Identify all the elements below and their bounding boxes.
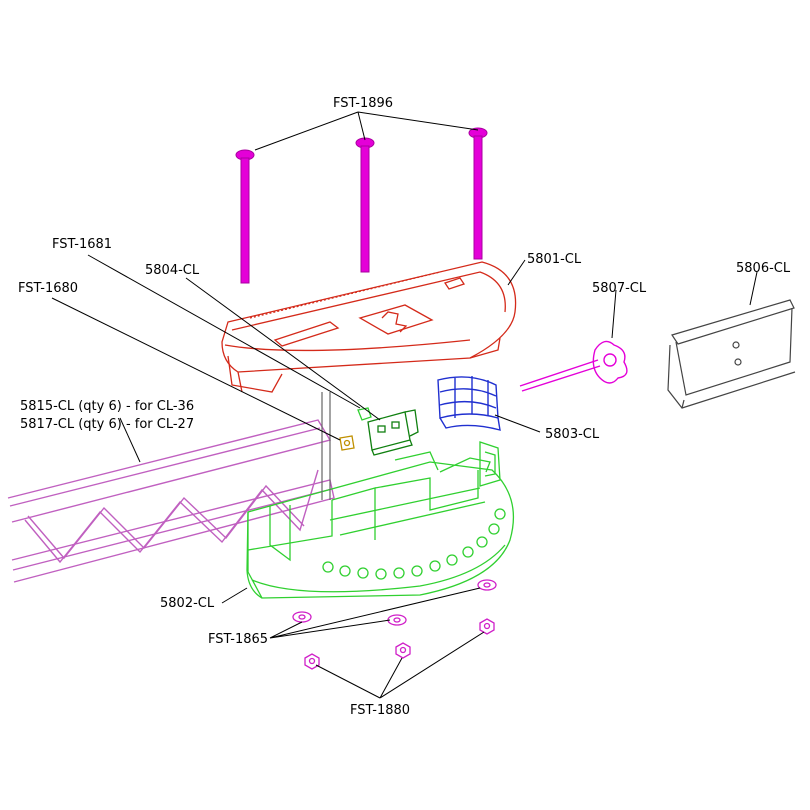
label-5804: 5804-CL bbox=[145, 263, 200, 278]
knob-part bbox=[519, 340, 628, 392]
label-5801: 5801-CL bbox=[527, 252, 582, 267]
label-fst1865: FST-1865 bbox=[208, 632, 268, 647]
nuts-fst1880 bbox=[304, 618, 495, 670]
label-5807: 5807-CL bbox=[592, 281, 647, 296]
label-fst1880: FST-1880 bbox=[350, 703, 410, 718]
clip-part bbox=[437, 376, 501, 431]
label-5803: 5803-CL bbox=[545, 427, 600, 442]
label-fst1680: FST-1680 bbox=[18, 281, 78, 296]
rail-part bbox=[667, 299, 796, 409]
small-nut-fst1681 bbox=[357, 407, 372, 421]
label-5817: 5817-CL (qty 6) - for CL-27 bbox=[20, 417, 194, 432]
bottom-housing-part bbox=[246, 441, 514, 599]
callout-labels: FST-1896 FST-1681 5804-CL FST-1680 5801-… bbox=[18, 96, 791, 718]
label-5806: 5806-CL bbox=[736, 261, 791, 276]
small-nut-fst1680 bbox=[339, 435, 355, 451]
leader-lines bbox=[51, 111, 758, 699]
washers-fst1865 bbox=[292, 579, 497, 626]
bolts-fst1896 bbox=[235, 127, 488, 284]
connector-part bbox=[367, 409, 419, 456]
label-5815: 5815-CL (qty 6) - for CL-36 bbox=[20, 399, 194, 414]
top-housing-part bbox=[221, 261, 517, 393]
vertical-post bbox=[321, 392, 331, 500]
label-fst1681: FST-1681 bbox=[52, 237, 112, 252]
label-5802: 5802-CL bbox=[160, 596, 215, 611]
label-fst1896: FST-1896 bbox=[333, 96, 393, 111]
truss-arm-part bbox=[7, 419, 335, 583]
